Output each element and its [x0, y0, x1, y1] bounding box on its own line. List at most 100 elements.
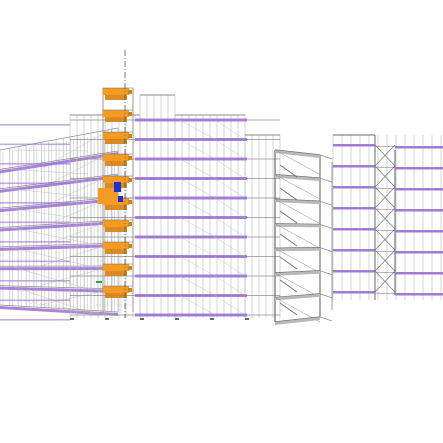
- stair-landing: [105, 161, 127, 166]
- ledger: [319, 270, 333, 276]
- brace: [214, 256, 246, 277]
- deck-board: [0, 267, 118, 271]
- deck-board: [395, 230, 443, 233]
- deck-board: [0, 299, 70, 302]
- base-plate: [105, 318, 109, 320]
- stair-landing: [103, 176, 129, 183]
- brace: [374, 186, 396, 209]
- brace: [374, 270, 396, 293]
- brace: [274, 272, 321, 298]
- ledger: [319, 247, 333, 252]
- deck-board: [275, 247, 320, 252]
- deck-board: [333, 144, 375, 147]
- deck-board: [333, 249, 375, 252]
- deck-board: [333, 228, 375, 231]
- brace: [214, 236, 246, 257]
- deck-board: [135, 118, 247, 122]
- guardrail: [128, 222, 132, 226]
- ledger: [0, 173, 119, 190]
- gate-marker: [114, 182, 121, 192]
- brace: [9, 169, 89, 175]
- brace: [179, 295, 216, 316]
- stair-landing: [105, 95, 127, 100]
- deck-board: [333, 270, 375, 273]
- brace: [179, 217, 216, 238]
- brace: [274, 198, 321, 224]
- deck-board: [0, 241, 70, 243]
- stair-landing: [103, 154, 129, 161]
- deck-board: [135, 138, 247, 141]
- guardrail: [128, 200, 132, 204]
- brace: [214, 217, 246, 238]
- stair-landing: [103, 88, 129, 95]
- stair-flight: [279, 187, 298, 201]
- deck-board: [333, 186, 375, 189]
- deck-board: [0, 280, 70, 282]
- stair-landing: [105, 205, 127, 210]
- deck-board: [135, 177, 247, 180]
- deck-board: [275, 150, 320, 158]
- stair-landing: [105, 117, 127, 122]
- deck-board: [135, 157, 247, 161]
- deck-board: [0, 163, 70, 165]
- deck-board: [0, 182, 70, 185]
- ledger: [0, 242, 119, 248]
- brace: [39, 288, 114, 306]
- brace: [9, 246, 89, 267]
- brace: [9, 207, 89, 221]
- deck-board: [333, 291, 375, 294]
- base-plate: [210, 318, 214, 320]
- guardrail: [128, 90, 132, 94]
- deck-board: [0, 152, 118, 174]
- ground-marker: [96, 281, 102, 283]
- right-corner-tower-scaffold: [274, 149, 333, 325]
- far-right-block-scaffold: [332, 134, 443, 300]
- deck-board: [395, 251, 443, 254]
- stair-landing: [105, 139, 127, 144]
- brace: [179, 236, 216, 257]
- brace: [9, 227, 89, 244]
- guide-line: [19, 299, 111, 316]
- brace: [274, 174, 321, 200]
- deck-board: [135, 196, 247, 200]
- brace: [9, 266, 89, 290]
- brace: [214, 295, 246, 316]
- ledger: [0, 219, 119, 228]
- deck-board: [333, 165, 375, 168]
- deck-board: [0, 221, 118, 232]
- deck-board: [135, 294, 247, 297]
- base-plate: [70, 318, 74, 320]
- brace: [179, 158, 216, 179]
- base-plate: [140, 318, 144, 320]
- deck-board: [0, 202, 70, 204]
- deck-board: [395, 209, 443, 212]
- brace: [374, 165, 396, 188]
- stair-landing: [105, 271, 127, 276]
- ledger: [319, 316, 333, 322]
- guardrail: [128, 266, 132, 270]
- gate-marker: [118, 196, 123, 202]
- brace: [374, 207, 396, 230]
- stair-landing: [103, 242, 129, 249]
- ledger: [0, 304, 119, 313]
- ledger: [319, 200, 333, 206]
- deck-board: [275, 270, 320, 276]
- brace: [274, 223, 321, 249]
- guardrail: [128, 178, 132, 182]
- brace: [214, 275, 246, 296]
- ledger: [319, 224, 333, 229]
- brace: [374, 228, 396, 251]
- deck-board: [0, 143, 70, 146]
- stair-landing: [103, 286, 129, 293]
- brace: [214, 178, 246, 199]
- deck-board: [0, 124, 70, 126]
- stair-flight: [279, 256, 298, 270]
- access-module: [98, 188, 118, 204]
- brace: [179, 119, 216, 140]
- stair-landing: [105, 293, 127, 298]
- stair-flight: [279, 279, 298, 293]
- deck-board: [0, 198, 118, 213]
- deck-board: [135, 255, 247, 258]
